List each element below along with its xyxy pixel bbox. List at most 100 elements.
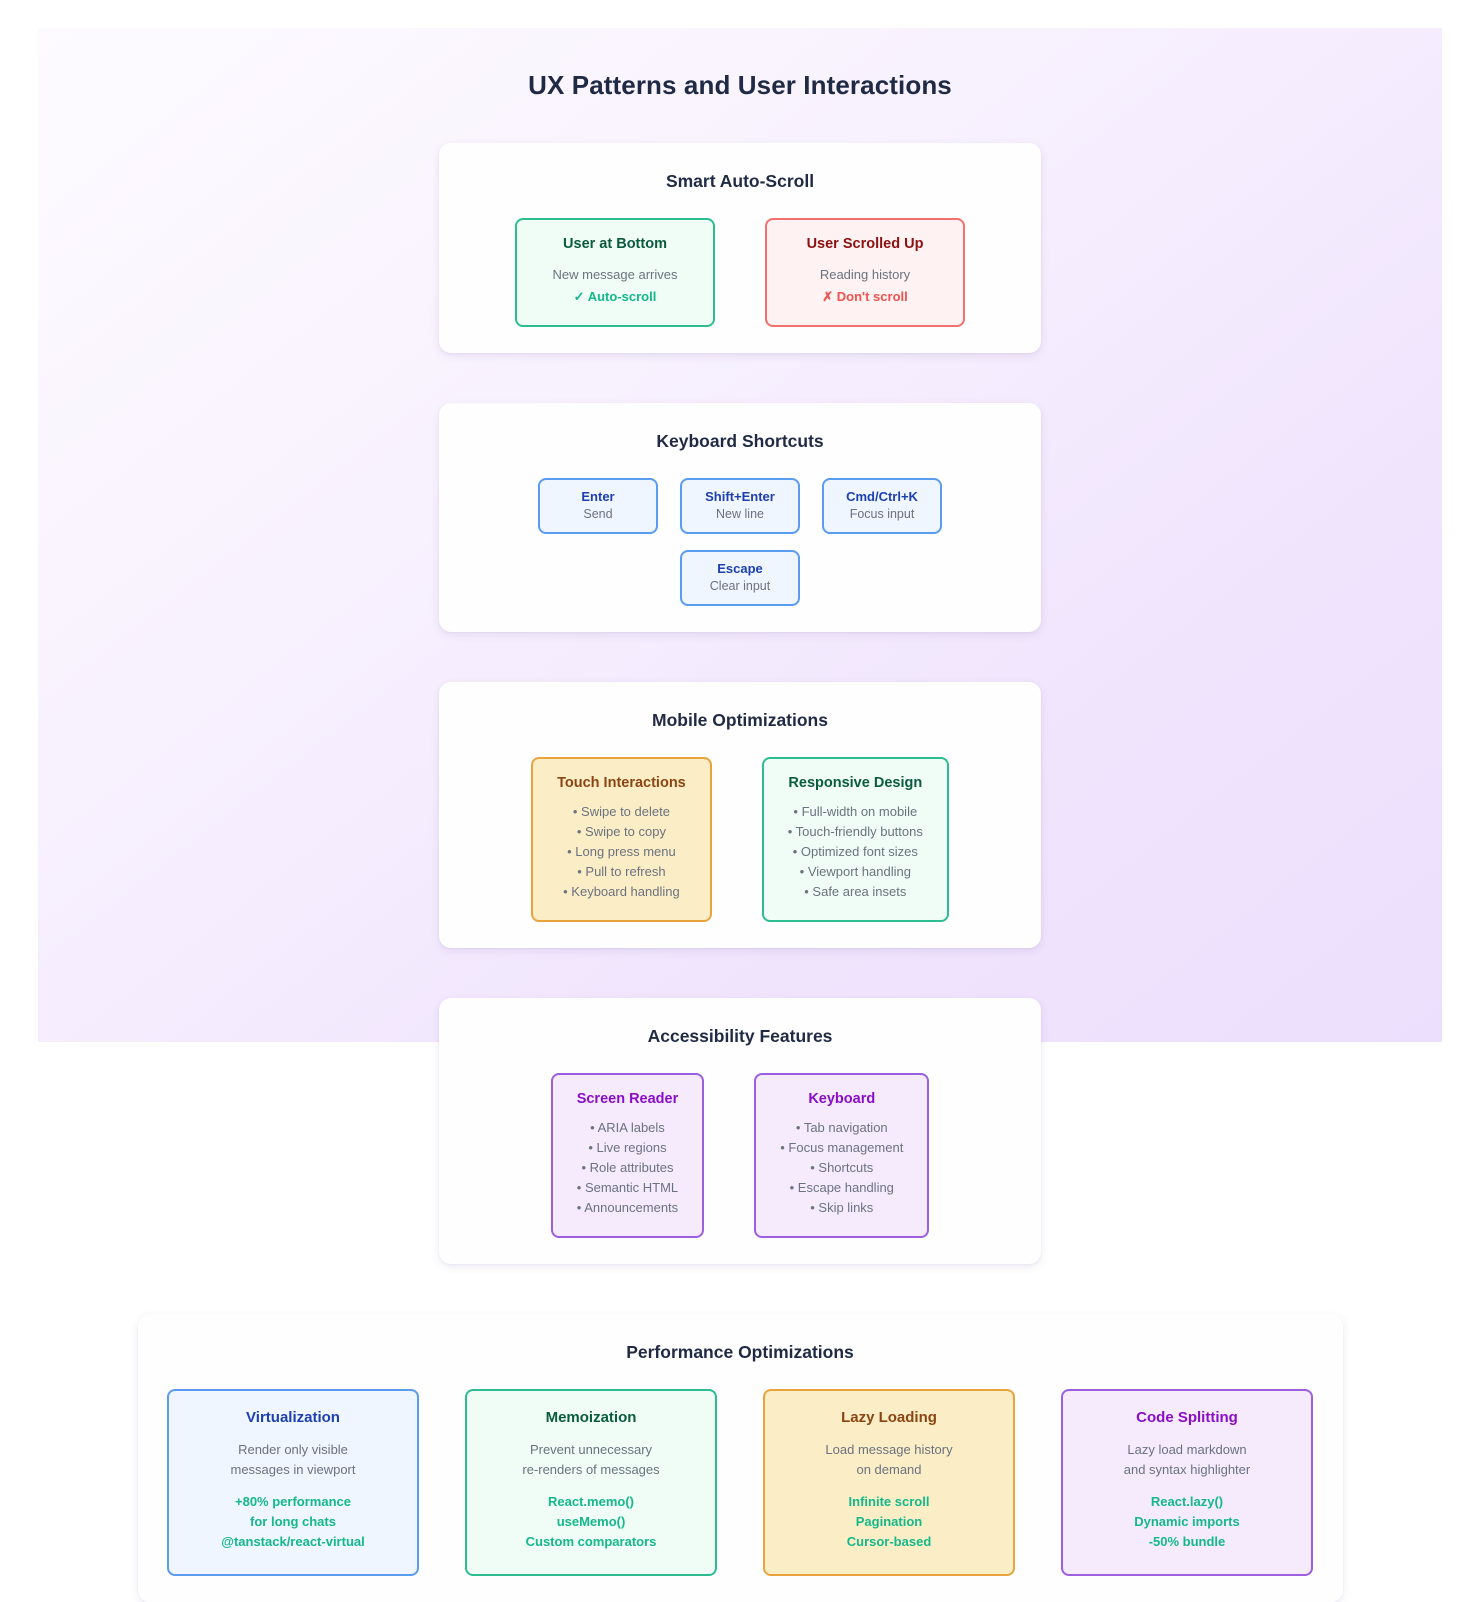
perf-detail-line: Dynamic imports bbox=[1134, 1514, 1240, 1529]
list-item: • Swipe to delete bbox=[572, 804, 670, 819]
state-condition: New message arrives bbox=[552, 267, 678, 282]
perf-desc-line: re-renders of messages bbox=[522, 1462, 660, 1477]
perf-title: Virtualization bbox=[246, 1409, 340, 1426]
perf-details: Infinite scroll Pagination Cursor-based bbox=[781, 1492, 997, 1552]
perf-description: Load message history on demand bbox=[781, 1440, 997, 1480]
shortcut-desc: Clear input bbox=[709, 579, 771, 593]
diagram-canvas: UX Patterns and User Interactions Smart … bbox=[38, 28, 1442, 1602]
list-item: • Long press menu bbox=[567, 844, 676, 859]
list-item: • Safe area insets bbox=[804, 884, 907, 899]
panel-keyboard-shortcuts: Keyboard Shortcuts Enter Send Shift+Ente… bbox=[439, 403, 1041, 632]
feature-title: Responsive Design bbox=[788, 775, 923, 791]
list-item: • Focus management bbox=[780, 1140, 904, 1155]
feature-card-touch-interactions: Touch Interactions • Swipe to delete • S… bbox=[531, 757, 712, 922]
panel-title-keyboard-shortcuts: Keyboard Shortcuts bbox=[656, 431, 824, 451]
perf-title: Lazy Loading bbox=[841, 1409, 937, 1426]
perf-title: Code Splitting bbox=[1136, 1409, 1238, 1426]
perf-description: Lazy load markdown and syntax highlighte… bbox=[1079, 1440, 1295, 1480]
perf-title: Memoization bbox=[545, 1409, 637, 1426]
perf-desc-line: Load message history bbox=[825, 1442, 953, 1457]
list-item: • Touch-friendly buttons bbox=[787, 824, 923, 839]
feature-card-keyboard: Keyboard • Tab navigation • Focus manage… bbox=[754, 1073, 930, 1238]
perf-desc-line: on demand bbox=[856, 1462, 922, 1477]
shortcut-combo: Shift+Enter bbox=[705, 489, 775, 504]
accessibility-groups: Screen Reader • ARIA labels • Live regio… bbox=[463, 1073, 1017, 1238]
feature-items: • Full-width on mobile • Touch-friendly … bbox=[788, 802, 923, 902]
feature-title: Screen Reader bbox=[576, 1091, 679, 1107]
shortcut-enter[interactable]: Enter Send bbox=[538, 478, 658, 534]
list-item: • Announcements bbox=[576, 1200, 679, 1215]
shortcut-shift-enter[interactable]: Shift+Enter New line bbox=[680, 478, 800, 534]
perf-detail-line: Cursor-based bbox=[846, 1534, 932, 1549]
perf-description: Render only visible messages in viewport bbox=[185, 1440, 401, 1480]
page-title: UX Patterns and User Interactions bbox=[528, 70, 952, 100]
state-card-user-at-bottom: User at Bottom New message arrives ✓ Aut… bbox=[515, 218, 715, 327]
list-item: • Viewport handling bbox=[799, 864, 911, 879]
list-item: • Pull to refresh bbox=[577, 864, 666, 879]
panel-accessibility-features: Accessibility Features Screen Reader • A… bbox=[439, 998, 1041, 1264]
perf-card-virtualization: Virtualization Render only visible messa… bbox=[167, 1389, 419, 1576]
shortcut-desc: Focus input bbox=[849, 507, 915, 521]
perf-card-code-splitting: Code Splitting Lazy load markdown and sy… bbox=[1061, 1389, 1313, 1576]
perf-detail-line: Custom comparators bbox=[525, 1534, 657, 1549]
list-item: • Skip links bbox=[810, 1200, 874, 1215]
state-title: User Scrolled Up bbox=[806, 236, 924, 252]
perf-desc-line: messages in viewport bbox=[230, 1462, 356, 1477]
perf-details: React.memo() useMemo() Custom comparator… bbox=[483, 1492, 699, 1552]
list-item: • Swipe to copy bbox=[576, 824, 666, 839]
perf-desc-line: Render only visible bbox=[238, 1442, 348, 1457]
list-item: • ARIA labels bbox=[590, 1120, 665, 1135]
state-result: ✓ Auto-scroll bbox=[573, 289, 657, 304]
panel-title-auto-scroll: Smart Auto-Scroll bbox=[665, 171, 815, 191]
perf-card-memoization: Memoization Prevent unnecessary re-rende… bbox=[465, 1389, 717, 1576]
perf-detail-line: -50% bundle bbox=[1148, 1534, 1226, 1549]
state-result: ✗ Don't scroll bbox=[822, 289, 908, 304]
list-item: • Full-width on mobile bbox=[793, 804, 918, 819]
list-item: • Keyboard handling bbox=[563, 884, 680, 899]
feature-items: • Swipe to delete • Swipe to copy • Long… bbox=[557, 802, 686, 902]
panel-title-performance: Performance Optimizations bbox=[626, 1342, 854, 1362]
feature-title: Keyboard bbox=[808, 1091, 876, 1107]
auto-scroll-states: User at Bottom New message arrives ✓ Aut… bbox=[463, 218, 1017, 327]
feature-title: Touch Interactions bbox=[557, 775, 686, 791]
state-title: User at Bottom bbox=[563, 236, 667, 252]
list-item: • Shortcuts bbox=[810, 1160, 874, 1175]
list-item: • Live regions bbox=[588, 1140, 667, 1155]
feature-card-responsive-design: Responsive Design • Full-width on mobile… bbox=[761, 757, 949, 922]
perf-detail-line: Pagination bbox=[855, 1514, 923, 1529]
perf-desc-line: Prevent unnecessary bbox=[529, 1442, 653, 1457]
shortcut-escape[interactable]: Escape Clear input bbox=[680, 550, 800, 606]
shortcut-list: Enter Send Shift+Enter New line Cmd/Ctrl… bbox=[510, 478, 970, 606]
state-condition: Reading history bbox=[819, 267, 911, 282]
feature-items: • ARIA labels • Live regions • Role attr… bbox=[577, 1118, 679, 1218]
shortcut-combo: Cmd/Ctrl+K bbox=[846, 489, 918, 504]
mobile-groups: Touch Interactions • Swipe to delete • S… bbox=[463, 757, 1017, 922]
perf-desc-line: Lazy load markdown bbox=[1127, 1442, 1247, 1457]
performance-techniques: Virtualization Render only visible messa… bbox=[162, 1389, 1319, 1576]
shortcut-desc: New line bbox=[716, 507, 764, 521]
shortcut-combo: Enter bbox=[581, 489, 615, 504]
list-item: • Semantic HTML bbox=[576, 1180, 679, 1195]
shortcut-desc: Send bbox=[583, 507, 613, 521]
perf-details: React.lazy() Dynamic imports -50% bundle bbox=[1079, 1492, 1295, 1552]
perf-detail-line: Infinite scroll bbox=[848, 1494, 930, 1509]
list-item: • Tab navigation bbox=[795, 1120, 888, 1135]
panel-mobile-optimizations: Mobile Optimizations Touch Interactions … bbox=[439, 682, 1041, 948]
perf-card-lazy-loading: Lazy Loading Load message history on dem… bbox=[763, 1389, 1015, 1576]
perf-desc-line: and syntax highlighter bbox=[1123, 1462, 1251, 1477]
panel-title-mobile: Mobile Optimizations bbox=[652, 710, 828, 730]
feature-items: • Tab navigation • Focus management • Sh… bbox=[780, 1118, 903, 1218]
perf-details: +80% performance for long chats @tanstac… bbox=[185, 1492, 401, 1552]
perf-detail-line: useMemo() bbox=[556, 1514, 626, 1529]
perf-description: Prevent unnecessary re-renders of messag… bbox=[483, 1440, 699, 1480]
feature-card-screen-reader: Screen Reader • ARIA labels • Live regio… bbox=[550, 1073, 705, 1238]
panel-title-accessibility: Accessibility Features bbox=[647, 1026, 833, 1046]
shortcut-cmd-ctrl-k[interactable]: Cmd/Ctrl+K Focus input bbox=[822, 478, 942, 534]
panel-grid: Smart Auto-Scroll User at Bottom New mes… bbox=[137, 143, 1343, 1602]
shortcut-combo: Escape bbox=[717, 561, 763, 576]
list-item: • Role attributes bbox=[581, 1160, 674, 1175]
list-item: • Escape handling bbox=[789, 1180, 894, 1195]
perf-detail-line: @tanstack/react-virtual bbox=[221, 1534, 365, 1549]
list-item: • Optimized font sizes bbox=[792, 844, 918, 859]
state-card-user-scrolled-up: User Scrolled Up Reading history ✗ Don't… bbox=[765, 218, 965, 327]
